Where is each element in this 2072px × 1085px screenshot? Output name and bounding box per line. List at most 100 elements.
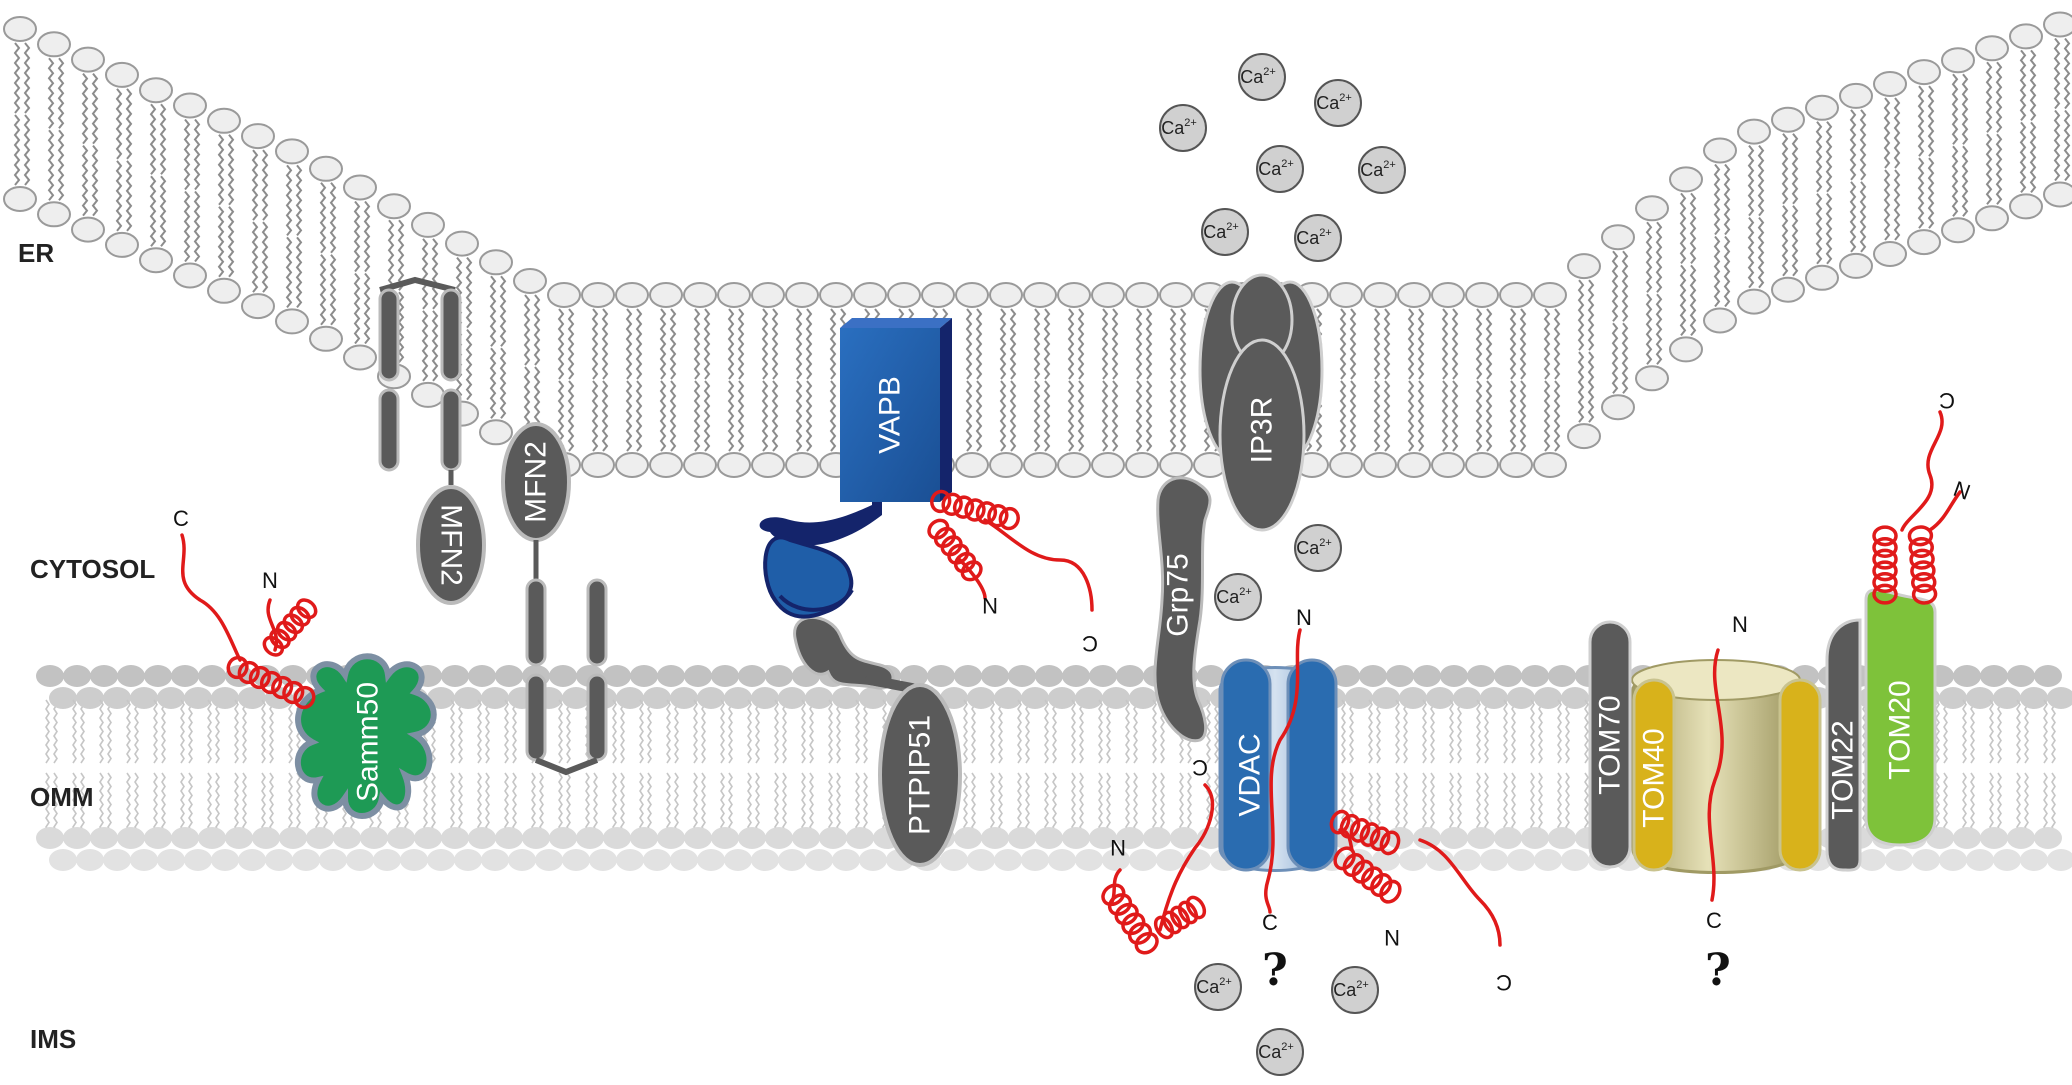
omm-lipid [144, 665, 185, 871]
tom70-label: TOM70 [1594, 695, 1627, 794]
omm-lipid [1035, 665, 1076, 871]
helix [1333, 846, 1402, 904]
er-lipid [1873, 71, 1907, 267]
helix [1329, 809, 1401, 856]
omm-lipid [1926, 665, 1967, 871]
er-lipid [1669, 166, 1703, 363]
peptide-vapb-tail-n [958, 558, 987, 600]
omm-lipid [1089, 665, 1130, 871]
er-lipid [1057, 282, 1091, 478]
calcium-ion: Ca2+ [1201, 208, 1249, 256]
omm-lipid [1440, 665, 1481, 871]
omm-lipid [711, 665, 752, 871]
tom20-protein: TOM20 [1864, 588, 1937, 847]
er-lipid [955, 282, 989, 478]
region-label-er: ER [18, 238, 54, 268]
er-lipid [2043, 11, 2072, 208]
calcium-ion: Ca2+ [1159, 104, 1207, 152]
tom20-label: TOM20 [1884, 680, 1917, 779]
omm-lipid [252, 665, 293, 871]
omm-lipid [1980, 665, 2021, 871]
ptpip51-label: PTPIP51 [904, 715, 937, 835]
er-lipid [785, 282, 819, 478]
samm50-label: Samm50 [352, 682, 385, 802]
calcium-ion: Ca2+ [1214, 573, 1262, 621]
er-lipid [173, 92, 207, 289]
calcium-ion-charge: 2+ [1263, 66, 1276, 78]
omm-lipid [954, 665, 995, 871]
vapb-label: VAPB [874, 376, 907, 454]
alpha-helices [226, 489, 1938, 955]
peptide-samm50-tail-c [180, 533, 242, 662]
terminus-n-vdac-threading: N [1296, 605, 1312, 630]
terminus-c-samm50: C [173, 506, 189, 531]
er-lipid [1601, 224, 1635, 421]
calcium-ion: Ca2+ [1256, 145, 1304, 193]
omm-lipid [738, 665, 779, 871]
er-lipid [1533, 282, 1567, 478]
tom-complex: TOM70 TOM40 TOM22 TOM20 [1588, 588, 1937, 874]
omm-lipid [1521, 665, 1562, 871]
er-lipid [751, 282, 785, 478]
omm-lipid [117, 665, 158, 871]
terminus-n-tom20: N [1950, 476, 1973, 505]
er-lipid [1941, 47, 1975, 244]
omm-lipid [1548, 665, 1589, 871]
helix [226, 655, 316, 710]
tom22-protein: TOM22 [1825, 618, 1862, 872]
calcium-ion-charge: 2+ [1319, 537, 1332, 549]
terminus-n-vapb: N [982, 593, 998, 618]
grp75-protein: Grp75 [1153, 476, 1212, 743]
er-lipid [1023, 282, 1057, 478]
vdac-protein: VDAC [1218, 658, 1338, 872]
omm-lipid [684, 665, 725, 871]
calcium-ion-charge: 2+ [1219, 976, 1232, 988]
helix [262, 598, 318, 657]
omm-lipid [603, 665, 644, 871]
calcium-ion-charge: 2+ [1239, 586, 1252, 598]
ip3r-label: IP3R [1246, 397, 1279, 464]
samm50-protein: Samm50 [294, 653, 437, 819]
helix [927, 518, 983, 582]
er-lipid [343, 174, 377, 371]
er-lipid [207, 107, 241, 304]
er-lipid [1465, 282, 1499, 478]
omm-lipid [1062, 665, 1103, 871]
tom40-protein: TOM40 [1632, 678, 1676, 872]
tom70-protein: TOM70 [1588, 620, 1632, 869]
calcium-ion: Ca2+ [1314, 79, 1362, 127]
calcium-ion: Ca2+ [1256, 1028, 1304, 1076]
calcium-ion-charge: 2+ [1281, 1041, 1294, 1053]
terminus-n-samm50: N [262, 568, 278, 593]
omm-lipid [171, 665, 212, 871]
er-lipid [1499, 282, 1533, 478]
er-lipid [37, 31, 71, 228]
omm-lipid [1467, 665, 1508, 871]
er-lipid [139, 77, 173, 274]
er-lipid [1737, 118, 1771, 315]
omm-lipid [1953, 665, 1994, 871]
region-label-ims: IMS [30, 1024, 76, 1054]
terminus-n-vdac-right: N [1384, 925, 1400, 950]
omm-lipid [90, 665, 131, 871]
helix [1907, 525, 1938, 605]
er-lipid [1363, 282, 1397, 478]
calcium-ions: Ca2+Ca2+Ca2+Ca2+Ca2+Ca2+Ca2+Ca2+Ca2+Ca2+… [1159, 53, 1406, 1076]
peptide-vdac-right [1418, 838, 1502, 947]
er-lipid [1091, 282, 1125, 478]
omm-lipid [1494, 665, 1535, 871]
calcium-ion-charge: 2+ [1184, 117, 1197, 129]
mfn2-er-label: MFN2 [435, 504, 468, 586]
er-lipid [683, 282, 717, 478]
peptide-tom-pore [1707, 648, 1724, 902]
ptpip51-protein: PTPIP51 [793, 615, 962, 867]
omm-lipid [549, 665, 590, 871]
er-lipid [989, 282, 1023, 478]
omm-lipid [1008, 665, 1049, 871]
unknown-mark-tom: ? [1705, 945, 1731, 996]
calcium-ion-charge: 2+ [1356, 979, 1369, 991]
er-lipid [1703, 137, 1737, 334]
omm-lipid [495, 665, 536, 871]
er-membrane [3, 11, 2072, 478]
peptide-tom20-tail-c [1900, 410, 1944, 532]
